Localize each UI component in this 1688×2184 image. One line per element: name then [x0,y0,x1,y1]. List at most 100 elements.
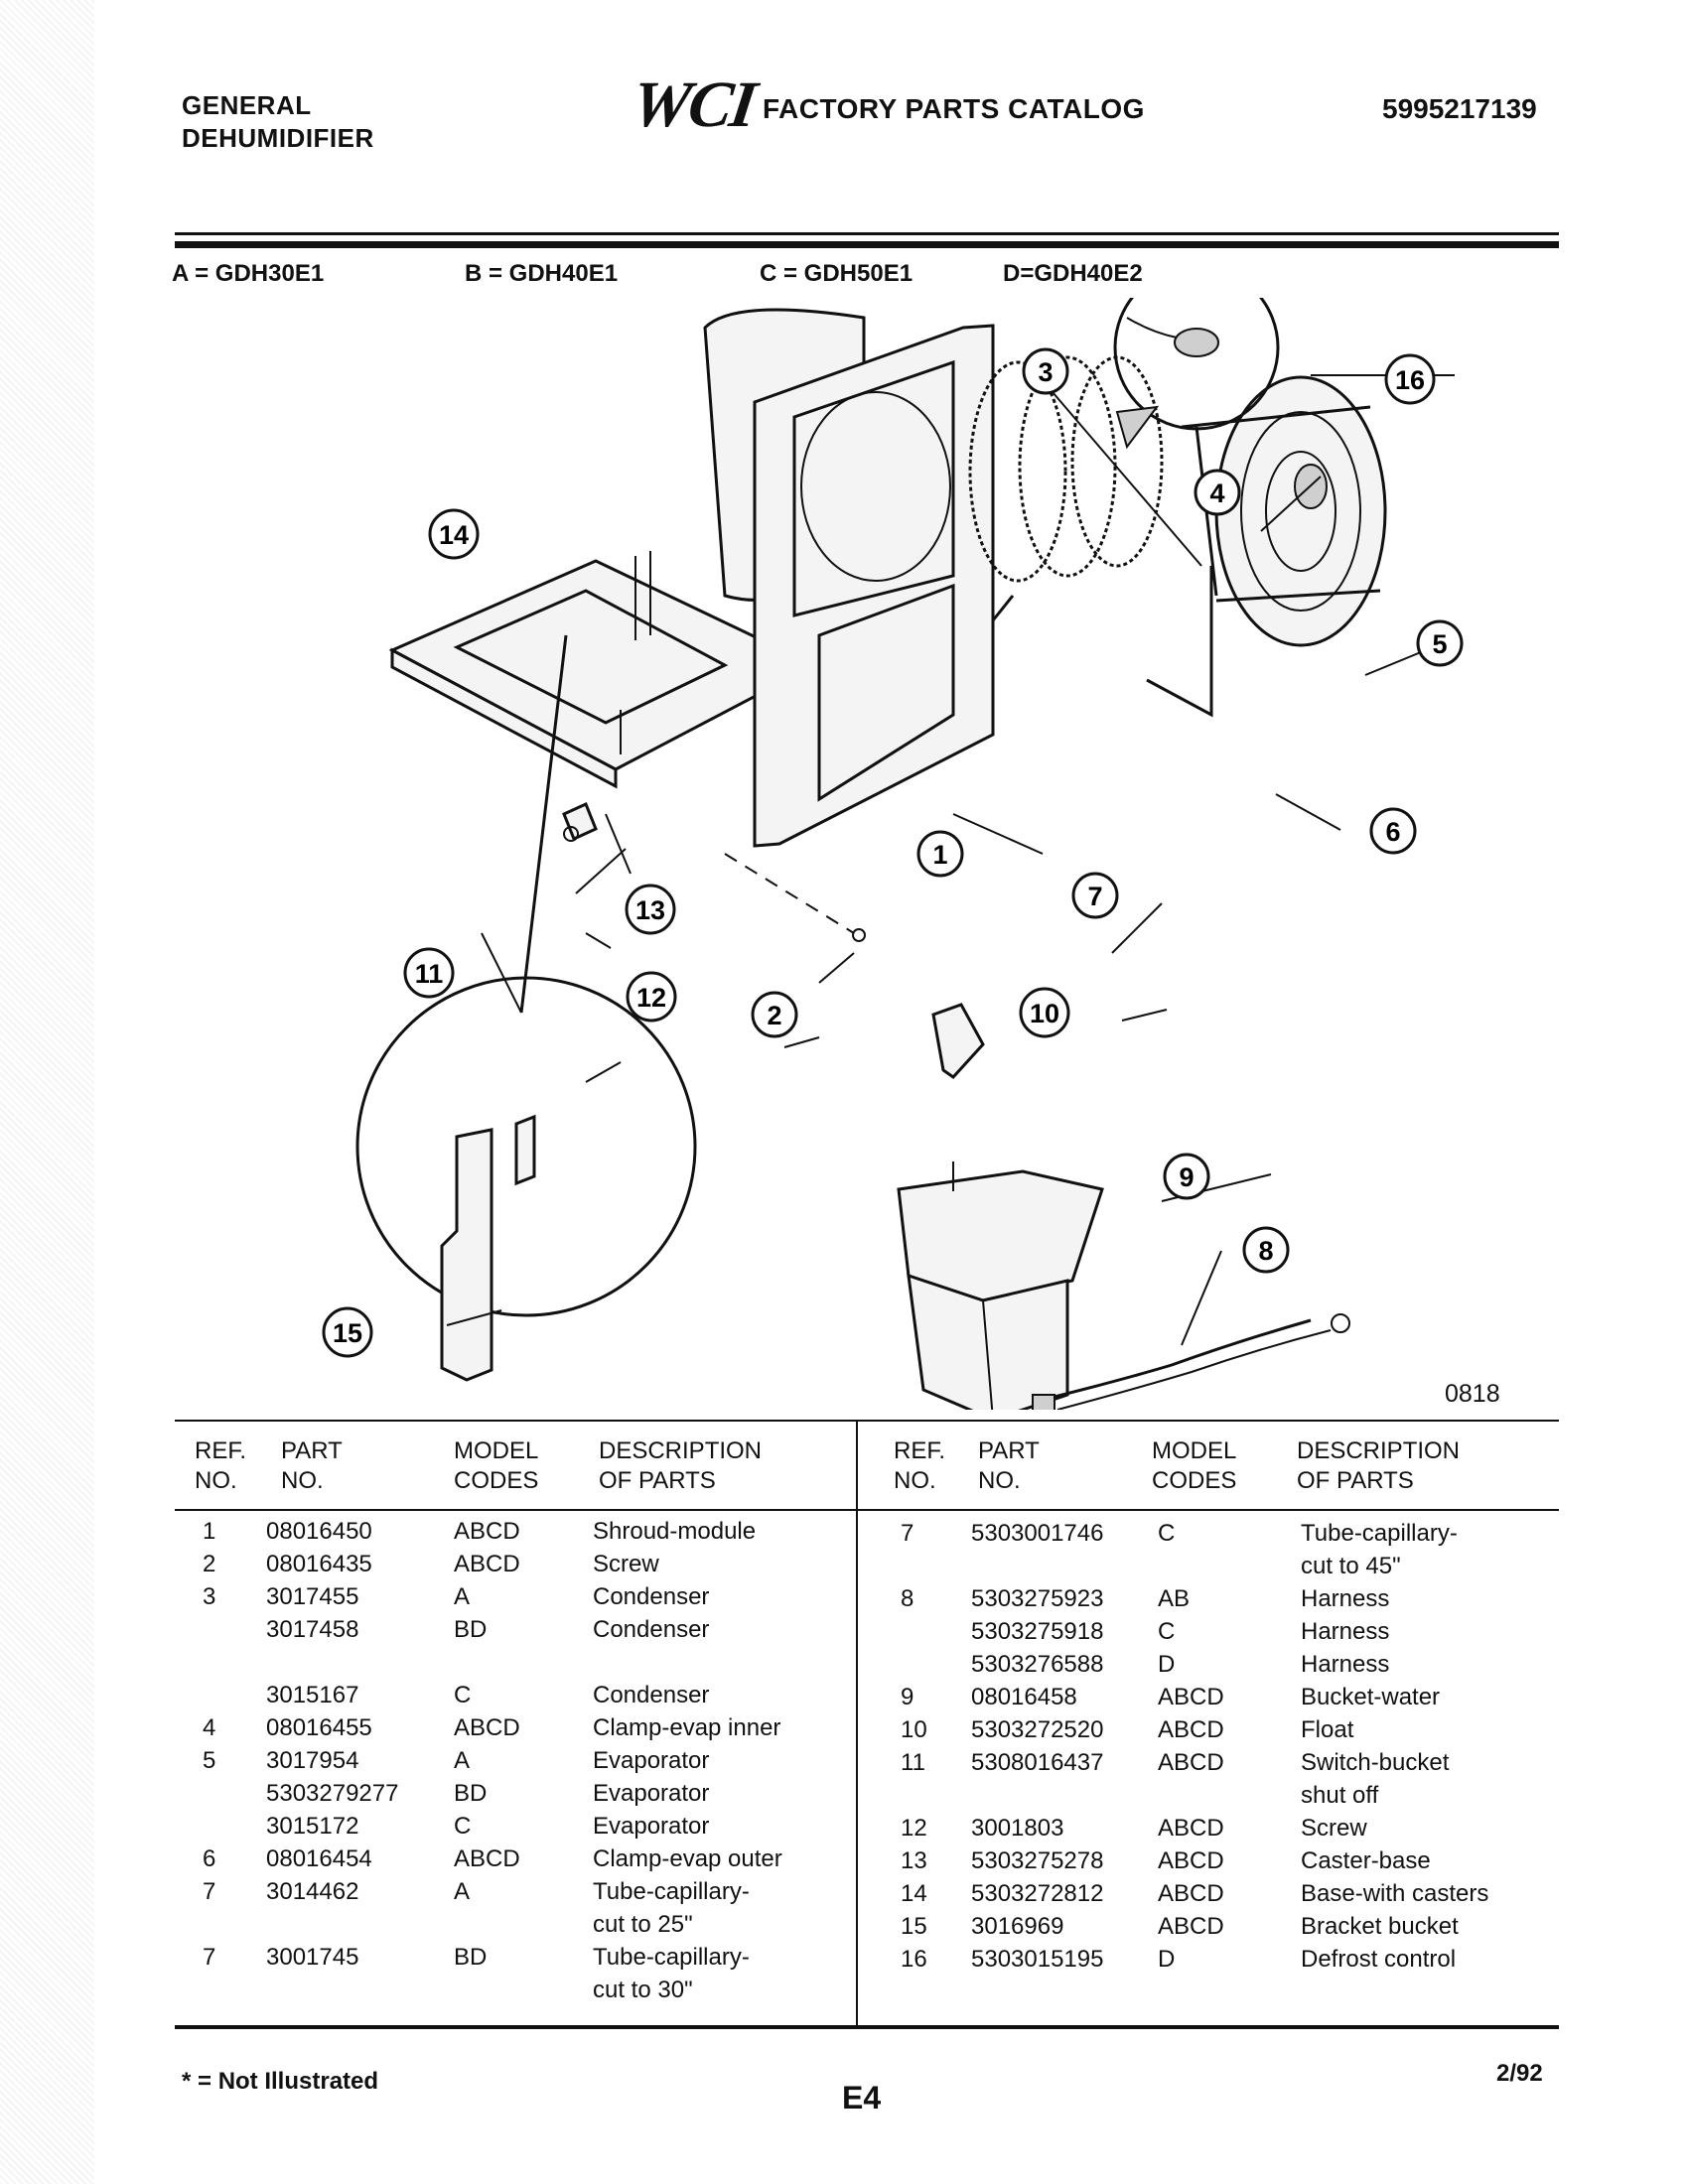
description-cell: Defrost control [1301,1946,1457,1973]
model-codes-cell: ABCD [1158,1749,1224,1776]
ref-cell: 6 [203,1845,216,1872]
right-header-ref: REF. NO. [894,1436,945,1496]
description-cell: Tube-capillary- [1301,1520,1458,1547]
svg-text:15: 15 [333,1318,362,1348]
model-codes-cell: A [454,1878,471,1905]
model-codes-cell: ABCD [1158,1716,1224,1743]
ref-cell: 3 [203,1583,216,1610]
catalog-title: FACTORY PARTS CATALOG [763,93,1145,124]
ref-cell: 16 [901,1946,927,1973]
svg-text:3: 3 [1038,357,1053,387]
table-header-rule [175,1509,1559,1511]
ref-cell: 13 [901,1847,927,1874]
ref-cell: 12 [901,1815,927,1842]
description-cell: cut to 25" [593,1911,693,1938]
ref-cell: 9 [901,1684,914,1710]
svg-text:4: 4 [1209,478,1224,508]
model-code-b: B = GDH40E1 [465,260,619,287]
svg-text:2: 2 [767,1001,781,1030]
model-codes-cell: A [454,1747,471,1774]
ref-cell: 14 [901,1880,927,1907]
description-cell: Condenser [593,1682,710,1708]
model-codes-cell: ABCD [1158,1880,1224,1907]
left-header-ref-line2: NO. [195,1467,237,1494]
header-rule-thin [175,232,1559,235]
callout-12: 12 [626,971,677,1023]
exploded-parts-diagram: 1 2 3 4 5 6 7 8 9 10 11 12 13 14 15 16 [322,298,1464,1410]
description-cell: Evaporator [593,1747,710,1774]
left-header-part-line1: PART [281,1437,343,1464]
right-header-part-line2: NO. [978,1467,1021,1494]
caster-part [562,801,598,842]
part-number-cell: 5303001746 [971,1520,1104,1547]
part-number-cell: 3001745 [266,1944,359,1971]
description-cell: Bucket-water [1301,1684,1441,1710]
part-number-cell: 5303275918 [971,1618,1104,1645]
right-header-ref-line1: REF. [894,1437,946,1464]
revision-date: 2/92 [1496,2060,1543,2087]
model-code-c: C = GDH50E1 [760,260,914,287]
scan-edge-noise [0,0,94,2184]
description-cell: shut off [1301,1782,1379,1809]
ref-cell: 7 [203,1944,216,1971]
description-cell: cut to 45" [1301,1553,1401,1579]
model-codes-cell: C [454,1682,472,1708]
callout-5: 5 [1416,619,1464,667]
callout-9: 9 [1163,1153,1210,1200]
part-number-cell: 3014462 [266,1878,359,1905]
callout-15: 15 [322,1306,373,1358]
not-illustrated-note: * = Not Illustrated [182,2068,379,2095]
page-id: E4 [842,2080,882,2116]
part-number-cell: 08016454 [266,1845,372,1872]
callout-2: 2 [751,991,798,1038]
description-cell: Harness [1301,1651,1390,1678]
part-number-cell: 3001803 [971,1815,1064,1842]
table-bottom-rule [175,2025,1559,2029]
model-codes-cell: BD [454,1944,488,1971]
left-header-part: PART NO. [281,1436,343,1496]
part-number-cell: 08016458 [971,1684,1077,1710]
part-number-cell: 3017458 [266,1616,359,1643]
ref-cell: 7 [203,1878,216,1905]
right-header-model: MODEL CODES [1152,1436,1236,1496]
part-number-cell: 5303272520 [971,1716,1104,1743]
right-header-model-line2: CODES [1152,1467,1237,1494]
description-cell: cut to 30" [593,1977,693,2003]
description-cell: Condenser [593,1583,710,1610]
svg-text:5: 5 [1432,629,1447,659]
table-top-rule [175,1420,1559,1422]
callout-14: 14 [428,508,480,560]
description-cell: Clamp-evap outer [593,1845,782,1872]
leader-lines [446,374,1456,1346]
base-with-casters-part [388,551,818,1014]
description-cell: Tube-capillary- [593,1878,750,1905]
ref-cell: 4 [203,1714,216,1741]
model-codes-cell: C [1158,1618,1176,1645]
description-cell: Harness [1301,1618,1390,1645]
svg-text:14: 14 [439,520,469,550]
left-header-model: MODEL CODES [454,1436,538,1496]
part-number-cell: 5303279277 [266,1780,399,1807]
table-column-divider [856,1422,858,2028]
callout-3: 3 [1022,347,1069,395]
left-header-model-line2: CODES [454,1467,539,1494]
header-rule-thick [175,241,1559,248]
callout-4: 4 [1194,469,1241,516]
ref-cell: 8 [901,1585,914,1612]
right-header-desc-line2: OF PARTS [1297,1467,1414,1494]
figure-number: 0818 [1445,1380,1500,1408]
svg-text:6: 6 [1385,817,1400,847]
right-header-part-line1: PART [978,1437,1040,1464]
left-header-model-line1: MODEL [454,1437,539,1464]
model-codes-cell: ABCD [1158,1847,1224,1874]
ref-cell: 15 [901,1913,927,1940]
shroud-module-part [703,308,995,942]
model-codes-cell: ABCD [454,1845,520,1872]
part-number-cell: 5303276588 [971,1651,1104,1678]
model-codes-cell: D [1158,1946,1176,1973]
part-number-cell: 3015167 [266,1682,359,1708]
model-codes-cell: ABCD [454,1551,520,1577]
left-header-ref: REF. NO. [195,1436,246,1496]
callout-1: 1 [916,830,964,878]
